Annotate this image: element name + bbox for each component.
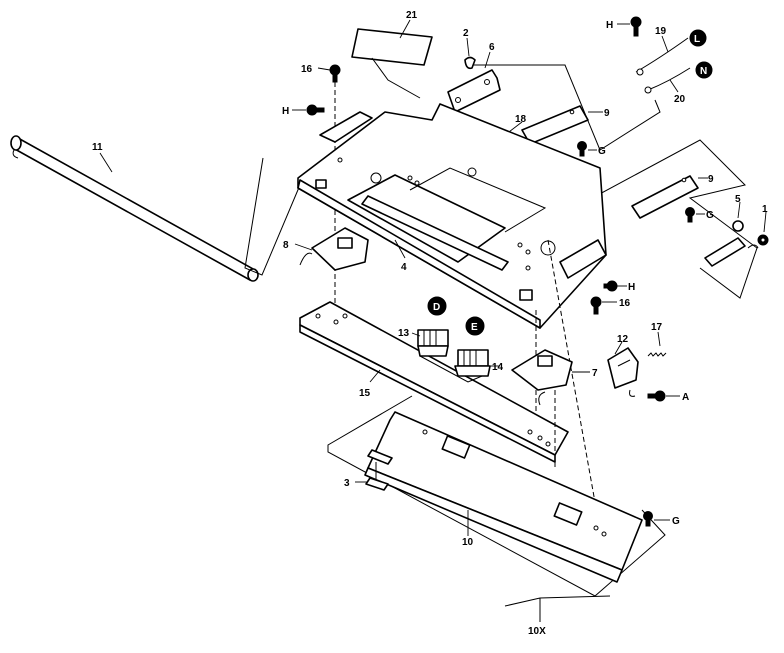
label-9-upper: 9 xyxy=(604,108,610,119)
badge-n: N xyxy=(695,61,713,79)
badge-n-text: N xyxy=(700,66,707,77)
label-7: 7 xyxy=(592,368,598,379)
label-21: 21 xyxy=(406,10,418,21)
label-h-left: H xyxy=(282,106,289,117)
part-1-screw xyxy=(757,234,769,246)
label-19: 19 xyxy=(655,26,667,37)
part-4-chassis xyxy=(297,103,607,329)
part-3-clip xyxy=(365,449,393,491)
part-6-bracket xyxy=(447,56,501,113)
callout-outline-18 xyxy=(468,64,661,151)
callout-outline-bottom xyxy=(327,395,666,597)
part-14-connector xyxy=(454,349,491,377)
label-16-top: 16 xyxy=(301,64,313,75)
label-a: A xyxy=(682,392,689,403)
label-13: 13 xyxy=(398,328,410,339)
part-21-plate xyxy=(351,28,433,66)
label-16-right: 16 xyxy=(619,298,631,309)
badge-e-text: E xyxy=(471,322,478,333)
part-17-spring xyxy=(647,352,667,357)
label-6: 6 xyxy=(489,42,495,53)
label-g-tray: G xyxy=(672,516,680,527)
part-9-plate-lower xyxy=(631,175,699,219)
part-h-screw-right xyxy=(603,280,618,292)
part-16-screw-right xyxy=(590,296,602,315)
badge-l-text: L xyxy=(694,34,700,45)
label-2: 2 xyxy=(463,28,469,39)
label-h-right: H xyxy=(628,282,635,293)
label-20: 20 xyxy=(674,94,686,105)
part-9-plate-upper xyxy=(521,105,589,145)
part-5-bracket xyxy=(704,220,746,267)
badge-d-text: D xyxy=(433,302,440,313)
label-5: 5 xyxy=(735,194,741,205)
part-8-bracket xyxy=(299,227,369,271)
part-a-screw xyxy=(647,390,666,402)
label-10: 10 xyxy=(462,537,474,548)
badge-e: E xyxy=(465,316,485,336)
callout-outline-left xyxy=(244,157,301,276)
part-12-block xyxy=(607,347,639,389)
label-h-top-right: H xyxy=(606,20,613,31)
part-g-screw-tray xyxy=(643,511,653,527)
part-g-screw-upper xyxy=(577,141,587,157)
label-15: 15 xyxy=(359,388,371,399)
part-g-screw-lower xyxy=(685,207,695,223)
label-8: 8 xyxy=(283,240,289,251)
part-10-tray xyxy=(327,395,666,597)
callout-outline-right xyxy=(569,139,758,299)
badge-l: L xyxy=(689,29,707,47)
part-11-rod xyxy=(10,135,259,282)
label-3: 3 xyxy=(344,478,350,489)
part-h-screw-top-right xyxy=(630,16,642,37)
label-1: 1 xyxy=(762,204,768,215)
assembly-10x-bracket xyxy=(504,595,611,622)
part-20-wire xyxy=(644,67,691,94)
label-11: 11 xyxy=(92,142,103,153)
part-15-plate xyxy=(299,301,569,463)
label-4: 4 xyxy=(401,262,407,273)
label-10x: 10X xyxy=(528,626,546,637)
part-7-bracket xyxy=(511,349,573,470)
label-18: 18 xyxy=(515,114,527,125)
label-14: 14 xyxy=(492,362,504,373)
label-9-lower: 9 xyxy=(708,174,714,185)
part-h-screw-left xyxy=(306,104,325,116)
label-12: 12 xyxy=(617,334,629,345)
part-13-connector xyxy=(417,329,449,357)
badge-d: D xyxy=(427,296,447,316)
label-17: 17 xyxy=(651,322,663,333)
part-19-wire xyxy=(635,37,689,76)
part-16-screw-top xyxy=(329,64,341,83)
label-g-upper: G xyxy=(598,146,606,157)
label-g-lower: G xyxy=(706,210,714,221)
